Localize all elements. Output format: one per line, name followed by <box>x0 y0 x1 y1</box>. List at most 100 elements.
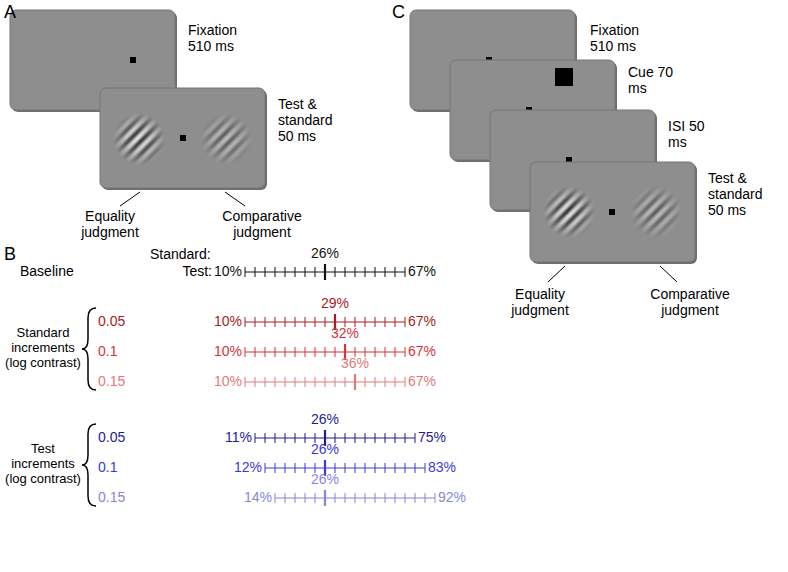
scale-stroke <box>305 267 306 277</box>
scale-stroke <box>275 377 276 387</box>
scale-stroke <box>395 463 396 473</box>
scale-stroke <box>375 493 376 503</box>
scale-stroke <box>275 493 276 503</box>
scale-stroke <box>265 377 266 387</box>
scale-value-box: 67% <box>408 313 436 329</box>
scale-stroke <box>425 493 426 503</box>
increment-value-box: 0.1 <box>98 459 117 475</box>
scale-value-box: 92% <box>438 489 466 505</box>
scale-stroke <box>335 493 336 503</box>
scale-stroke <box>435 493 436 503</box>
scale-value: 26% <box>311 441 339 457</box>
scale-stroke <box>355 493 356 503</box>
scale-stroke <box>365 463 366 473</box>
scale-stroke <box>315 267 316 277</box>
scale-stroke <box>295 377 296 387</box>
increment-value: 0.05 <box>98 313 125 329</box>
scale-stroke <box>365 377 366 387</box>
scale-stroke <box>395 493 396 503</box>
scale-stroke <box>325 347 326 357</box>
scale-stroke <box>405 377 406 387</box>
leader-line <box>660 266 677 282</box>
scale-stroke <box>315 317 316 327</box>
scale-stroke <box>255 317 256 327</box>
scale-stroke <box>315 493 316 503</box>
scale-stroke <box>265 347 266 357</box>
scale-stroke <box>355 463 356 473</box>
response-label: Comparative judgment <box>222 208 301 240</box>
scale-value-box: 67% <box>408 343 436 359</box>
scale-stroke <box>355 433 356 443</box>
scale-stroke <box>245 377 246 387</box>
response-label-box: Equality judgment <box>75 208 145 240</box>
group-label-box: Test increments (log contrast) <box>2 442 84 487</box>
scale-stroke <box>405 433 406 443</box>
scale-stroke <box>305 377 306 387</box>
scale-stroke <box>405 317 406 327</box>
scale-stroke <box>275 433 276 443</box>
row-label-box: Test: <box>182 263 212 279</box>
scale-value-box: 10% <box>214 263 242 279</box>
scale-stroke <box>375 347 376 357</box>
scale-value-box: 26% <box>311 471 339 487</box>
scale-stroke <box>255 267 256 277</box>
panel-letter: B <box>4 244 16 264</box>
scale-stroke <box>385 347 386 357</box>
scale-value: 67% <box>408 343 436 359</box>
scale-value-box: 10% <box>214 343 242 359</box>
scale-stroke <box>285 463 286 473</box>
scale-value-box: 29% <box>321 295 349 311</box>
increment-value-box: 0.15 <box>98 489 125 505</box>
scale-value-box: 26% <box>311 411 339 427</box>
scale-stroke <box>345 463 346 473</box>
screen-caption: Test & standard 50 ms <box>278 96 332 144</box>
scale-stroke <box>275 267 276 277</box>
scale-value-box: 83% <box>428 459 456 475</box>
screen-caption: ISI 50 ms <box>668 118 705 150</box>
leader-line <box>120 192 140 206</box>
scale-stroke <box>285 347 286 357</box>
scale-stroke <box>305 433 306 443</box>
scale-stroke <box>375 463 376 473</box>
screen-caption-box: Test & standard 50 ms <box>278 96 344 144</box>
row-label: Test: <box>182 263 212 279</box>
scale-stroke <box>345 377 346 387</box>
scale-stroke <box>255 433 256 443</box>
row-label-box: Baseline <box>20 263 74 279</box>
row-label-box: Standard: <box>150 246 211 262</box>
scale-value: 14% <box>244 489 272 505</box>
panel-letter-box: C <box>392 2 405 23</box>
scale-value: 11% <box>225 429 252 445</box>
scale-stroke <box>385 317 386 327</box>
scale-stroke <box>395 267 396 277</box>
response-label: Equality judgment <box>511 286 569 318</box>
scale-value: 10% <box>214 313 242 329</box>
leader-line <box>225 192 245 206</box>
scale-stroke <box>335 377 336 387</box>
scale-stroke <box>295 463 296 473</box>
brace <box>82 308 96 390</box>
response-label: Comparative judgment <box>650 286 729 318</box>
scale-stroke <box>245 317 246 327</box>
increment-value-box: 0.1 <box>98 343 117 359</box>
scale-stroke <box>285 377 286 387</box>
row-label: Baseline <box>20 263 74 279</box>
scale-value: 67% <box>408 373 436 389</box>
scale-stroke <box>265 463 266 473</box>
scale-stroke <box>295 317 296 327</box>
scale-stroke <box>405 347 406 357</box>
scale-stroke <box>305 493 306 503</box>
scale-stroke <box>305 317 306 327</box>
response-label-box: Comparative judgment <box>216 208 308 240</box>
scale-stroke <box>295 433 296 443</box>
scale-stroke <box>375 377 376 387</box>
increment-value: 0.15 <box>98 373 125 389</box>
scale-stroke <box>285 493 286 503</box>
scale-stroke <box>305 463 306 473</box>
scale-stroke <box>385 463 386 473</box>
scale-value-box: 32% <box>331 325 359 341</box>
scale-stroke <box>324 264 326 280</box>
scale-stroke <box>365 433 366 443</box>
scale-stroke <box>315 377 316 387</box>
scale-value: 36% <box>341 355 369 371</box>
